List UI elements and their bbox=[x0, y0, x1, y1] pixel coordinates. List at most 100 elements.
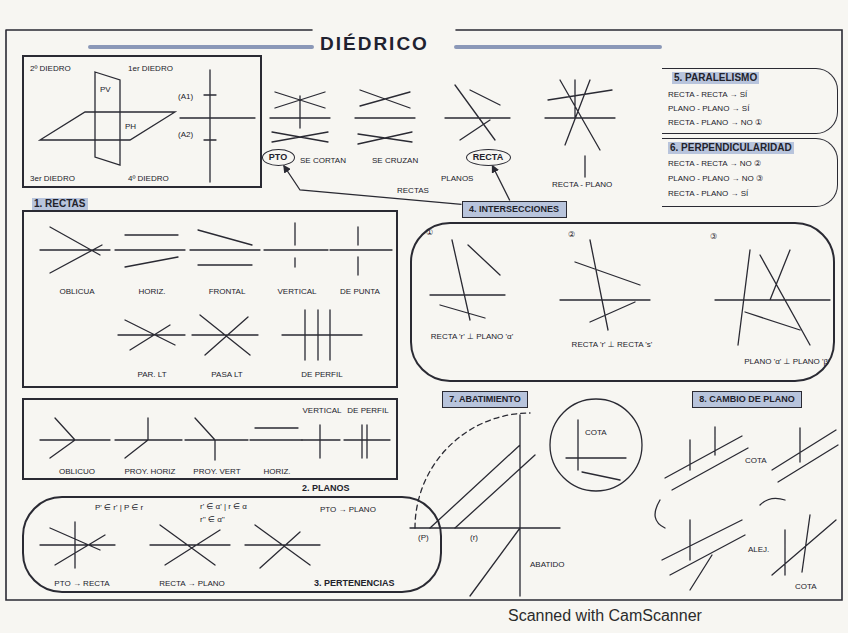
node-text: 8. CAMBIO DE PLANO bbox=[699, 394, 795, 405]
dihedral-planes-sketch bbox=[40, 70, 255, 182]
annotation-label: ABATIDO bbox=[530, 560, 565, 570]
node-text: DE PUNTA bbox=[340, 287, 380, 297]
plane-types-sketches-stroke bbox=[185, 418, 248, 460]
plane-types-sketches-stroke bbox=[250, 428, 302, 440]
circled-term: PTO bbox=[262, 149, 295, 166]
node-text: DE PERFIL bbox=[301, 370, 342, 380]
node-text: PROY. HORIZ bbox=[125, 467, 176, 477]
node-text: FRONTAL bbox=[209, 287, 246, 297]
planes-section: OBLICUOPROY. HORIZPROY. VERTHORIZ.VERTIC… bbox=[22, 398, 398, 480]
perpendicularity-sketches-stroke bbox=[430, 240, 505, 320]
node-text: DE PERFIL bbox=[347, 406, 388, 416]
membership-sketches bbox=[40, 522, 320, 568]
rabatment-sketch bbox=[410, 399, 642, 596]
section-heading: 4. INTERSECCIONES bbox=[462, 201, 567, 218]
perpendicularity-sketches-stroke bbox=[715, 250, 830, 345]
node-text: VERTICAL bbox=[303, 406, 342, 416]
annotation-label: ② bbox=[568, 230, 575, 240]
rabatment-sketch-stroke bbox=[415, 413, 530, 528]
node-text: PLANO - PLANO → NO ③ bbox=[668, 174, 763, 184]
dihedral-planes-sketch-stroke bbox=[40, 112, 175, 140]
line-types-sketches-stroke bbox=[192, 315, 258, 355]
change-of-plane-sketches-stroke bbox=[772, 428, 838, 482]
line-types-sketches bbox=[40, 223, 392, 360]
membership-sketches-stroke bbox=[245, 525, 320, 568]
intersection-sketches-stroke bbox=[270, 92, 330, 142]
node-text: PLANO 'α' ⊥ PLANO 'β' bbox=[744, 357, 829, 367]
node-text: OBLICUO bbox=[59, 467, 95, 477]
annotation-label: COTA bbox=[795, 582, 817, 592]
line-types-sketches-stroke bbox=[118, 320, 185, 350]
line-types-sketches-stroke bbox=[282, 310, 362, 360]
node-text: VERTICAL bbox=[278, 287, 317, 297]
node-text: RECTA 'r' ⊥ PLANO 'α' bbox=[431, 332, 513, 342]
section-heading: 3. PERTENENCIAS bbox=[314, 578, 395, 589]
intersection-sketches-stroke bbox=[355, 90, 415, 144]
annotation-label: (A1) bbox=[178, 92, 193, 102]
node-text: RECTA → PLANO bbox=[159, 579, 225, 589]
watermark: Scanned with CamScanner bbox=[508, 606, 702, 625]
annotation-label: COTA bbox=[745, 456, 767, 466]
line-types-sketches-stroke bbox=[40, 227, 110, 273]
change-of-plane-sketches-stroke bbox=[665, 427, 748, 490]
section-heading: 6. PERPENDICULARIDAD bbox=[668, 142, 794, 154]
rabatment-sketch-stroke bbox=[566, 420, 626, 480]
node-text: PLANO - PLANO → SÍ bbox=[668, 104, 749, 114]
dihedra-box: 2º DIEDRO1er DIEDRO3er DIEDRO4º DIEDRO bbox=[22, 55, 262, 188]
node-text: RECTA - PLANO → SÍ bbox=[668, 189, 748, 199]
dihedral-planes-sketch-stroke bbox=[180, 70, 255, 182]
rabatment-sketch-stroke bbox=[410, 527, 560, 528]
node-text: RECTA bbox=[473, 152, 503, 163]
line-types-sketches-stroke bbox=[115, 235, 185, 267]
connector-arrow bbox=[284, 166, 462, 205]
node-text: 2º DIEDRO bbox=[30, 64, 71, 74]
annotation-label: (r) bbox=[470, 533, 478, 543]
intersection-sketches-stroke bbox=[584, 156, 585, 177]
plane-types-sketches bbox=[40, 418, 390, 460]
change-of-plane-sketches-stroke bbox=[655, 498, 785, 528]
line-types-sketches-stroke bbox=[330, 227, 392, 275]
section-heading: 5. PARALELISMO bbox=[672, 72, 759, 84]
change-of-plane-sketches-stroke bbox=[662, 520, 745, 590]
lines-section: 1. RECTASOBLICUAHORIZ.FRONTALVERTICALDE … bbox=[22, 210, 398, 388]
node-text: PAR. LT bbox=[137, 370, 166, 380]
annotation-label: SE CORTAN bbox=[300, 156, 346, 166]
node-text: RECTA 'r' ⊥ RECTA 's' bbox=[572, 340, 653, 350]
annotation-label: ③ bbox=[710, 232, 717, 242]
annotation-label: RECTA - PLANO bbox=[552, 180, 612, 190]
node-text: 3er DIEDRO bbox=[30, 174, 75, 184]
node-text: PASA LT bbox=[211, 370, 242, 380]
plane-types-sketches-stroke bbox=[115, 418, 182, 458]
parallelism-rules: 5. PARALELISMO RECTA - RECTA → SÍ PLANO - … bbox=[662, 68, 838, 134]
annotation-label: P' ∈ r' | P ∈ r bbox=[95, 503, 143, 513]
annotation-label: PV bbox=[100, 85, 111, 95]
membership-sketches-stroke bbox=[40, 522, 115, 568]
sheet-border-stroke bbox=[6, 30, 842, 600]
node-text: 7. ABATIMIENTO bbox=[449, 394, 520, 405]
section-heading: 7. ABATIMIENTO bbox=[442, 391, 528, 408]
annotation-label: r' ∈ α' | r ∈ α bbox=[200, 502, 247, 512]
annotation-label: (P) bbox=[418, 533, 429, 543]
node-text: PTO → PLANO bbox=[320, 505, 376, 515]
node-text: RECTA - PLANO → NO ① bbox=[668, 118, 762, 128]
annotation-label: ① bbox=[426, 228, 433, 238]
annotation-label: (A2) bbox=[178, 130, 193, 140]
connector-label: PLANOS bbox=[440, 174, 474, 184]
node-text: 4. INTERSECCIONES bbox=[469, 204, 559, 215]
node-text: 4º DIEDRO bbox=[128, 174, 169, 184]
dihedral-planes-sketch-stroke bbox=[95, 72, 120, 165]
intersection-sketches-stroke bbox=[545, 80, 615, 150]
annotation-label: PH bbox=[125, 122, 136, 132]
perpendicularity-cases: RECTA 'r' ⊥ PLANO 'α' RECTA 'r' ⊥ RECTA '… bbox=[410, 222, 835, 382]
connector-label: RECTAS bbox=[396, 186, 430, 196]
section-heading: 1. RECTAS bbox=[32, 198, 88, 210]
circled-term: RECTA bbox=[466, 149, 511, 166]
node-text: PROY. VERT bbox=[193, 467, 240, 477]
annotation-label: COTA bbox=[585, 428, 607, 438]
intersection-sketches-stroke bbox=[445, 85, 510, 140]
node-text: PTO bbox=[269, 152, 287, 163]
connector-arrow bbox=[492, 166, 510, 201]
annotation-label: r'' ∈ α'' bbox=[200, 515, 225, 525]
perpendicularity-rules: 6. PERPENDICULARIDADRECTA - RECTA → NO ②… bbox=[662, 138, 838, 207]
node-text: RECTA - RECTA → SÍ bbox=[668, 90, 747, 100]
